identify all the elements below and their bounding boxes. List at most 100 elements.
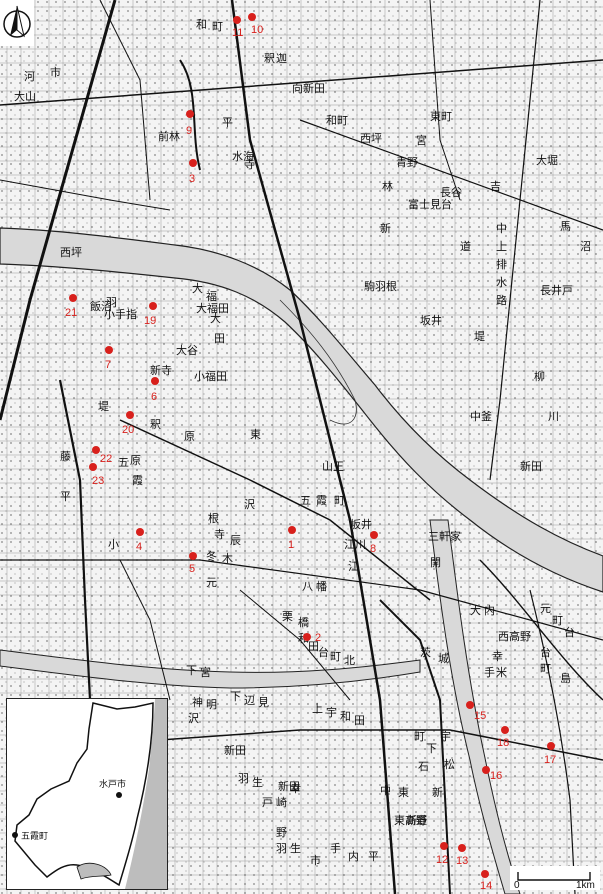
place-name: 大堀 [536, 153, 558, 167]
place-name: 幸 [492, 650, 503, 663]
place-name: 生 [290, 841, 301, 855]
svg-text:2: 2 [315, 632, 321, 644]
place-name: 飯沼 [90, 299, 112, 313]
place-name: 堤 [98, 400, 109, 413]
site-marker-17[interactable]: 17 [544, 742, 556, 766]
place-name: 北 [344, 654, 355, 667]
place-name: 大 [210, 311, 221, 325]
place-name: 迦 [276, 52, 287, 65]
site-marker-1[interactable]: 1 [288, 526, 296, 551]
place-name: 中釜 [470, 409, 492, 423]
place-name: 新田 [278, 779, 300, 793]
place-name: 沼 [580, 239, 591, 253]
place-name: 和町 [326, 114, 348, 127]
place-name: 橋 [298, 615, 309, 629]
scale-start: 0 [514, 880, 520, 890]
place-name: 東高野 [394, 813, 427, 827]
site-marker-16[interactable]: 16 [482, 766, 502, 782]
place-name: 見 [258, 696, 269, 709]
place-name: 江 [348, 560, 359, 573]
svg-text:13: 13 [456, 855, 468, 867]
svg-text:9: 9 [186, 125, 192, 137]
site-marker-19[interactable]: 19 [144, 302, 157, 327]
place-name: 羽 [238, 772, 249, 785]
place-name: 中 [496, 222, 507, 235]
site-marker-13[interactable]: 13 [456, 844, 468, 867]
place-name: 霞 [132, 474, 143, 487]
place-name: 長井戸 [540, 283, 573, 297]
site-marker-3[interactable]: 3 [189, 159, 197, 185]
place-name: 市 [50, 65, 61, 79]
place-name: 手 [330, 841, 341, 855]
place-name: 水 [496, 276, 507, 289]
place-name: 道 [460, 239, 471, 253]
site-marker-20[interactable]: 20 [122, 411, 134, 436]
place-name: 西高野 [498, 629, 531, 643]
svg-text:12: 12 [436, 854, 448, 866]
place-name: 田 [214, 332, 225, 345]
svg-text:6: 6 [151, 391, 157, 403]
inset-lake [76, 862, 112, 880]
place-name: 宇 [440, 730, 451, 743]
svg-text:22: 22 [100, 453, 112, 465]
scale-end: 1km [576, 880, 595, 890]
site-marker-9[interactable]: 9 [186, 110, 194, 137]
place-name: 平 [60, 490, 71, 503]
place-name: 新 [380, 221, 391, 235]
place-name: 和 [340, 710, 351, 723]
place-name: 河 [24, 70, 35, 83]
place-name: 長谷 [440, 186, 462, 199]
site-marker-4[interactable]: 4 [136, 528, 144, 553]
lower-river [0, 649, 421, 689]
site-marker-22[interactable]: 22 [92, 446, 112, 465]
place-name: 米 [496, 666, 507, 679]
site-marker-15[interactable]: 15 [466, 701, 486, 722]
site-marker-8[interactable]: 8 [370, 531, 378, 555]
place-name: 内 [348, 849, 359, 863]
place-name: 幸 [290, 782, 301, 795]
svg-text:20: 20 [122, 424, 134, 436]
site-marker-18[interactable]: 18 [497, 726, 509, 749]
place-name: 茨 [420, 645, 431, 659]
place-name: 柳 [534, 369, 545, 383]
place-name: 小 [108, 538, 119, 551]
svg-text:18: 18 [497, 737, 509, 749]
place-name: 坂井 [350, 517, 372, 531]
place-name: 幡 [316, 579, 327, 593]
place-name: 宇 [326, 706, 337, 719]
site-marker-14[interactable]: 14 [480, 870, 492, 892]
place-name: 新田 [520, 459, 542, 473]
svg-text:14: 14 [480, 880, 492, 892]
inset-town-label: 五霞町 [21, 831, 48, 842]
site-marker-12[interactable]: 12 [436, 842, 448, 866]
place-name: 台 [318, 645, 329, 659]
place-name: 原 [130, 454, 141, 467]
site-marker-7[interactable]: 7 [105, 346, 113, 371]
place-name: 大 [192, 281, 203, 295]
site-marker-2[interactable]: 2 [303, 632, 321, 644]
site-marker-23[interactable]: 23 [89, 463, 104, 487]
place-name: 町 [212, 20, 223, 33]
place-name: 青野 [396, 156, 418, 169]
site-marker-10[interactable]: 10 [248, 13, 263, 36]
place-name: 宮 [200, 665, 211, 679]
inset-prefecture [14, 702, 154, 887]
place-name: 平 [222, 116, 233, 129]
place-name: 三軒家 [428, 529, 461, 543]
place-name: 大谷 [176, 343, 198, 357]
site-marker-11[interactable]: 11 [232, 16, 243, 39]
site-marker-6[interactable]: 6 [151, 377, 159, 403]
place-name: 山王 [322, 460, 344, 473]
place-name: 辺 [244, 694, 255, 707]
site-marker-5[interactable]: 5 [189, 552, 197, 575]
site-marker-21[interactable]: 21 [65, 294, 77, 319]
inset-sea [125, 699, 167, 889]
inset-city-label: 水戸市 [99, 778, 126, 790]
place-name: 台 [564, 625, 575, 639]
place-name: 五 [118, 456, 129, 469]
place-name: 原 [184, 430, 195, 443]
place-name: 沢 [244, 497, 255, 511]
place-name: 八 [302, 580, 313, 593]
tone-river [0, 227, 603, 593]
place-name: 田 [308, 640, 319, 653]
